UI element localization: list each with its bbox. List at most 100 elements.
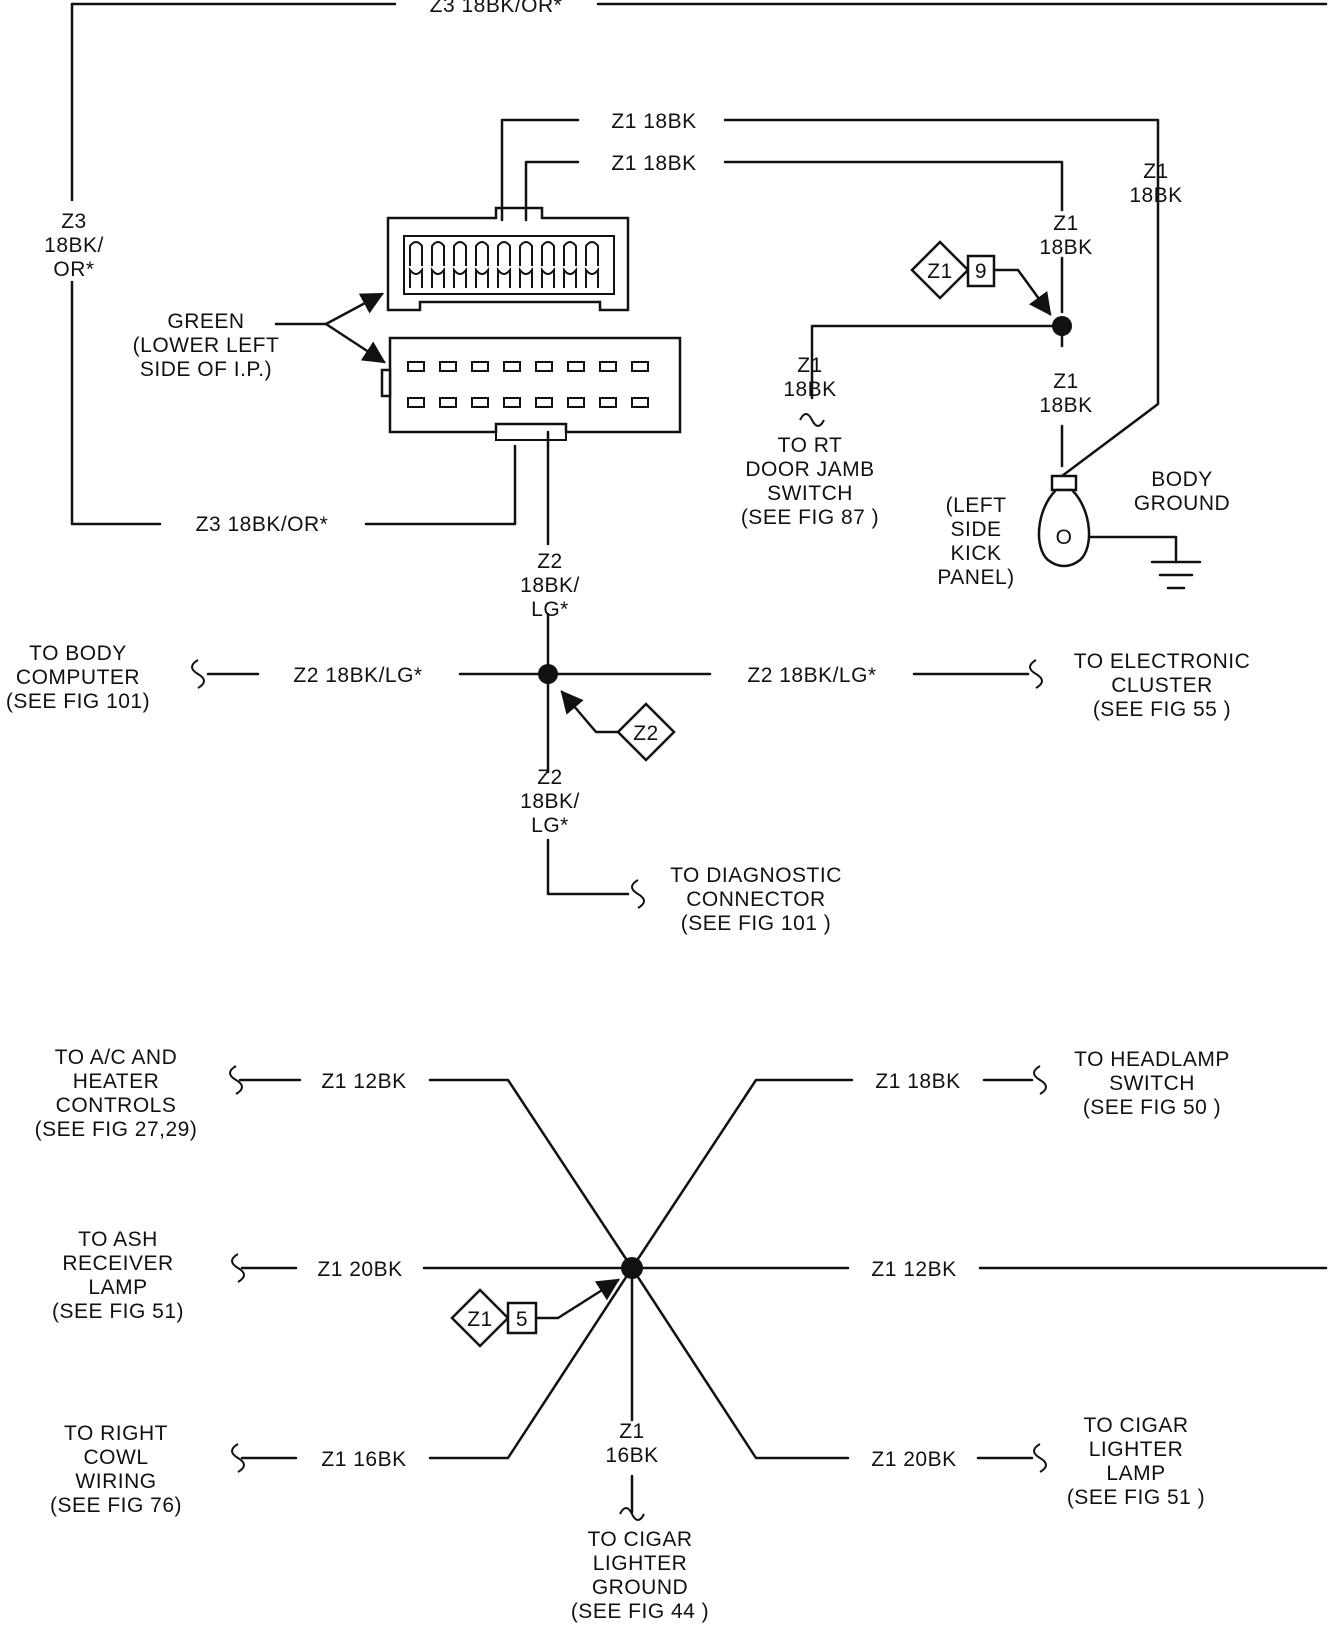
svg-text:O: O [1056, 526, 1073, 549]
svg-text:(SEE FIG 76): (SEE FIG 76) [50, 1494, 182, 1517]
cluster-break-symbol [1029, 659, 1043, 689]
cigar-ground-destination: TO CIGAR LIGHTER GROUND (SEE FIG 44 ) [571, 1528, 709, 1623]
svg-text:Z1: Z1 [1053, 370, 1079, 393]
connector-pointer-lower [324, 322, 386, 364]
splice-z1-9-dot [1052, 316, 1072, 336]
z1-right-lower-label: Z1 18BK [1039, 370, 1092, 417]
star-headlamp-label: Z1 18BK [875, 1070, 960, 1093]
svg-text:Z1: Z1 [619, 1420, 645, 1443]
cigar-lamp-destination: TO CIGAR LIGHTER LAMP (SEE FIG 51 ) [1067, 1414, 1205, 1509]
splice-z1-9-pointer [992, 268, 1052, 316]
star-right-label: Z1 12BK [871, 1258, 956, 1281]
svg-text:18BK/: 18BK/ [520, 574, 580, 597]
svg-text:(SEE FIG 50 ): (SEE FIG 50 ) [1083, 1096, 1221, 1119]
svg-text:LAMP: LAMP [1106, 1462, 1165, 1485]
star-ac-label: Z1 12BK [321, 1070, 406, 1093]
ground-symbol [1150, 560, 1202, 590]
ground-wire [1088, 535, 1178, 562]
svg-text:TO CIGAR: TO CIGAR [587, 1528, 692, 1551]
splice-z1-5-dot [621, 1257, 643, 1279]
splice-z2-pointer [560, 690, 620, 734]
svg-text:Z2: Z2 [633, 722, 659, 745]
cigar-lamp-break-symbol [1033, 1443, 1047, 1473]
ash-receiver-break-symbol [231, 1253, 245, 1283]
ac-heater-destination: TO A/C AND HEATER CONTROLS (SEE FIG 27,2… [35, 1046, 198, 1141]
z2-vertical-upper-label: Z2 18BK/ LG* [520, 550, 580, 621]
z1-door-label: Z1 18BK [783, 354, 836, 401]
z1-wires-upper [500, 118, 1160, 478]
svg-text:(SEE FIG 101 ): (SEE FIG 101 ) [681, 912, 832, 935]
svg-text:SIDE OF I.P.): SIDE OF I.P.) [140, 358, 272, 381]
connector-location-label: GREEN (LOWER LEFT SIDE OF I.P.) [133, 310, 280, 381]
svg-text:Z1: Z1 [927, 260, 953, 283]
svg-text:(LOWER LEFT: (LOWER LEFT [133, 334, 280, 357]
body-computer-destination: TO BODY COMPUTER (SEE FIG 101) [6, 642, 150, 713]
svg-text:Z2: Z2 [537, 766, 563, 789]
svg-text:(SEE FIG 27,29): (SEE FIG 27,29) [35, 1118, 198, 1141]
svg-text:(SEE FIG 55 ): (SEE FIG 55 ) [1093, 698, 1231, 721]
svg-text:TO HEADLAMP: TO HEADLAMP [1074, 1048, 1230, 1071]
star-bottom-label: Z1 16BK [605, 1420, 658, 1467]
svg-text:Z1: Z1 [797, 354, 823, 377]
headlamp-destination: TO HEADLAMP SWITCH (SEE FIG 50 ) [1074, 1048, 1230, 1119]
svg-text:CONNECTOR: CONNECTOR [686, 888, 825, 911]
upper-connector [386, 206, 630, 312]
lower-connector-terminals [407, 361, 649, 408]
splice-z2-dot [538, 664, 558, 684]
svg-text:Z2: Z2 [537, 550, 563, 573]
svg-text:(SEE FIG 51): (SEE FIG 51) [52, 1300, 184, 1323]
svg-text:18BK: 18BK [783, 378, 836, 401]
z3-top-label: Z3 18BK/OR* [430, 0, 563, 17]
splice-z1-9-tag: Z1 9 [910, 240, 996, 300]
svg-text:(SEE FIG 101): (SEE FIG 101) [6, 690, 150, 713]
star-splice-wires [238, 1078, 1328, 1514]
svg-text:SWITCH: SWITCH [1109, 1072, 1195, 1095]
svg-text:HEATER: HEATER [73, 1070, 160, 1093]
ash-receiver-destination: TO ASH RECEIVER LAMP (SEE FIG 51) [52, 1228, 184, 1323]
diagnostic-destination: TO DIAGNOSTIC CONNECTOR (SEE FIG 101 ) [670, 864, 841, 935]
svg-text:18BK: 18BK [1129, 184, 1182, 207]
svg-text:SIDE: SIDE [950, 518, 1001, 541]
svg-text:Z1: Z1 [1053, 212, 1079, 235]
svg-text:WIRING: WIRING [75, 1470, 156, 1493]
svg-text:Z1: Z1 [1143, 160, 1169, 183]
svg-text:LG*: LG* [531, 814, 569, 837]
right-cowl-destination: TO RIGHT COWL WIRING (SEE FIG 76) [50, 1422, 182, 1517]
svg-text:CLUSTER: CLUSTER [1111, 674, 1213, 697]
z2-left-label: Z2 18BK/LG* [293, 664, 422, 687]
svg-text:16BK: 16BK [605, 1444, 658, 1467]
z1-right-upper-label: Z1 18BK [1039, 212, 1092, 259]
z3-bottom-label: Z3 18BK/OR* [196, 513, 329, 536]
door-jamb-destination: TO RT DOOR JAMB SWITCH (SEE FIG 87 ) [741, 434, 879, 529]
z2-wires [206, 430, 1030, 896]
door-jamb-break-symbol [799, 413, 825, 427]
svg-text:GROUND: GROUND [592, 1576, 688, 1599]
svg-text:BODY: BODY [1151, 468, 1213, 491]
electronic-cluster-destination: TO ELECTRONIC CLUSTER (SEE FIG 55 ) [1074, 650, 1250, 721]
svg-text:DOOR JAMB: DOOR JAMB [745, 458, 874, 481]
star-cowl-label: Z1 16BK [321, 1448, 406, 1471]
splice-z2-tag: Z2 [616, 702, 676, 762]
svg-text:18BK: 18BK [1039, 394, 1092, 417]
svg-text:18BK: 18BK [1039, 236, 1092, 259]
svg-text:Z3: Z3 [61, 210, 87, 233]
headlamp-break-symbol [1033, 1065, 1047, 1095]
svg-text:18BK/: 18BK/ [44, 234, 104, 257]
svg-text:TO ELECTRONIC: TO ELECTRONIC [1074, 650, 1250, 673]
star-cigar-lamp-label: Z1 20BK [871, 1448, 956, 1471]
svg-text:9: 9 [975, 260, 987, 283]
cigar-ground-break-symbol [619, 1507, 645, 1521]
star-ash-label: Z1 20BK [317, 1258, 402, 1281]
z1-far-right-label: Z1 18BK [1129, 160, 1182, 207]
svg-text:COWL: COWL [84, 1446, 149, 1469]
svg-text:LIGHTER: LIGHTER [1089, 1438, 1184, 1461]
z2-vertical-lower-label: Z2 18BK/ LG* [520, 766, 579, 837]
svg-text:(SEE FIG 87 ): (SEE FIG 87 ) [741, 506, 879, 529]
svg-text:TO RIGHT: TO RIGHT [64, 1422, 168, 1445]
ground-location-label: (LEFT SIDE KICK PANEL) [937, 494, 1014, 589]
svg-text:CONTROLS: CONTROLS [56, 1094, 177, 1117]
svg-text:PANEL): PANEL) [937, 566, 1014, 589]
svg-text:KICK: KICK [950, 542, 1001, 565]
svg-text:RECEIVER: RECEIVER [62, 1252, 173, 1275]
